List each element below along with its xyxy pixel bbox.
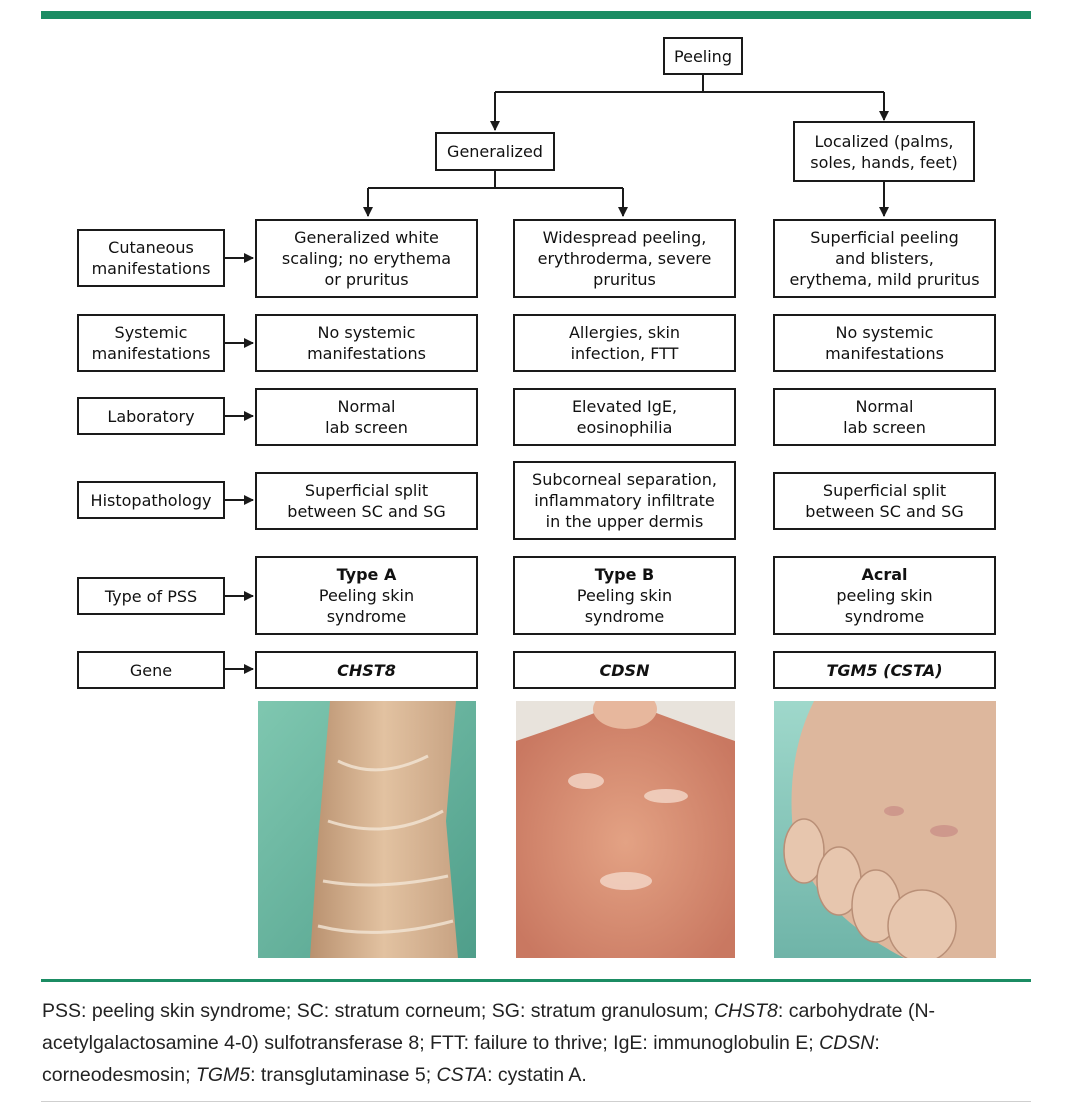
root-node-box: Peeling (663, 37, 743, 75)
gene-name: TGM5 (CSTA) (826, 660, 943, 680)
generalized-node-label: Generalized (447, 142, 543, 161)
row-label-text: Cutaneous manifestations (91, 238, 211, 278)
root-node-label: Peeling (674, 46, 732, 66)
cell-type-b-laboratory: Elevated IgE, eosinophilia (513, 388, 736, 446)
cell-type-a-histopathology: Superficial split between SC and SG (255, 472, 478, 530)
cell-type-a-laboratory: Normal lab screen (255, 388, 478, 446)
caption-text-4: : transglutaminase 5; (250, 1064, 437, 1086)
cell-text: Generalized white scaling; no erythema o… (281, 228, 452, 289)
cell-acral-gene: TGM5 (CSTA) (773, 651, 996, 689)
cell-type-b-systemic: Allergies, skin infection, FTT (513, 314, 736, 372)
cell-text: Superficial peeling and blisters, erythe… (789, 228, 980, 289)
cell-type-b-title: Type B Peeling skin syndrome (513, 556, 736, 635)
caption-top-rule (41, 979, 1031, 982)
type-title: Type B (594, 565, 655, 584)
cell-text: Widespread peeling, erythroderma, severe… (537, 228, 712, 289)
top-accent-bar (41, 11, 1031, 19)
row-label-text: Laboratory (107, 406, 195, 426)
cell-text: Superficial split between SC and SG (805, 481, 964, 521)
caption-text-5: : cystatin A. (487, 1064, 587, 1086)
cell-acral-histopathology: Superficial split between SC and SG (773, 472, 996, 530)
gene-name: CHST8 (337, 660, 396, 680)
torso-photo-illustration (516, 701, 735, 958)
cell-text: Allergies, skin infection, FTT (568, 323, 681, 363)
cell-type-a-cutaneous: Generalized white scaling; no erythema o… (255, 219, 478, 298)
row-label-text: Gene (129, 660, 173, 680)
localized-node-label: Localized (palms, soles, hands, feet) (810, 131, 958, 172)
caption-term-chst8: CHST8 (713, 1000, 778, 1022)
caption-text-1: PSS: peeling skin syndrome; SC: stratum … (42, 1000, 714, 1022)
cell-type-b-gene: CDSN (513, 651, 736, 689)
figure-caption: PSS: peeling skin syndrome; SC: stratum … (42, 995, 1032, 1091)
clinical-photo-leg (258, 701, 476, 958)
row-label-cutaneous: Cutaneous manifestations (77, 229, 225, 287)
caption-text-3: : corneodesmosin; (42, 1032, 880, 1086)
cell-text: Elevated IgE, eosinophilia (571, 397, 678, 437)
leg-photo-illustration (258, 701, 476, 958)
row-label-text: Histopathology (90, 490, 212, 510)
cell-acral-systemic: No systemic manifestations (773, 314, 996, 372)
caption-term-tgm5: TGM5 (195, 1064, 251, 1086)
cell-acral-title: Acral peeling skin syndrome (773, 556, 996, 635)
gene-name: CDSN (599, 660, 650, 680)
generalized-node-box: Generalized (435, 132, 555, 171)
cell-acral-cutaneous: Superficial peeling and blisters, erythe… (773, 219, 996, 298)
type-subtitle: Peeling skin syndrome (576, 586, 673, 626)
type-title: Acral (861, 565, 908, 584)
cell-type-b-cutaneous: Widespread peeling, erythroderma, severe… (513, 219, 736, 298)
row-label-gene: Gene (77, 651, 225, 689)
type-title: Type A (336, 565, 397, 584)
cell-type-b-histopathology: Subcorneal separation, inflammatory infi… (513, 461, 736, 540)
caption-text-2: : carbohydrate (N-acetylgalactosamine 4-… (42, 1000, 936, 1054)
type-subtitle: Peeling skin syndrome (318, 586, 415, 626)
row-label-systemic: Systemic manifestations (77, 314, 225, 372)
foot-photo-illustration (774, 701, 996, 958)
row-label-type: Type of PSS (77, 577, 225, 615)
localized-node-box: Localized (palms, soles, hands, feet) (793, 121, 975, 182)
cell-type-a-systemic: No systemic manifestations (255, 314, 478, 372)
cell-text: Subcorneal separation, inflammatory infi… (532, 470, 717, 531)
cell-text: Superficial split between SC and SG (287, 481, 446, 521)
row-label-histopathology: Histopathology (77, 481, 225, 519)
cell-text: Normal lab screen (325, 397, 408, 437)
cell-acral-laboratory: Normal lab screen (773, 388, 996, 446)
cell-text: No systemic manifestations (307, 323, 426, 363)
row-label-text: Type of PSS (104, 586, 198, 606)
clinical-photo-torso (516, 701, 735, 958)
caption-term-csta: CSTA (436, 1064, 488, 1086)
clinical-photo-foot (774, 701, 996, 958)
cell-text: No systemic manifestations (825, 323, 944, 363)
caption-term-cdsn: CDSN (819, 1032, 875, 1054)
type-subtitle: peeling skin syndrome (836, 586, 933, 626)
caption-bottom-rule (41, 1101, 1031, 1102)
cell-text: Normal lab screen (843, 397, 926, 437)
row-label-laboratory: Laboratory (77, 397, 225, 435)
cell-type-a-gene: CHST8 (255, 651, 478, 689)
cell-type-a-title: Type A Peeling skin syndrome (255, 556, 478, 635)
row-label-text: Systemic manifestations (91, 323, 211, 363)
